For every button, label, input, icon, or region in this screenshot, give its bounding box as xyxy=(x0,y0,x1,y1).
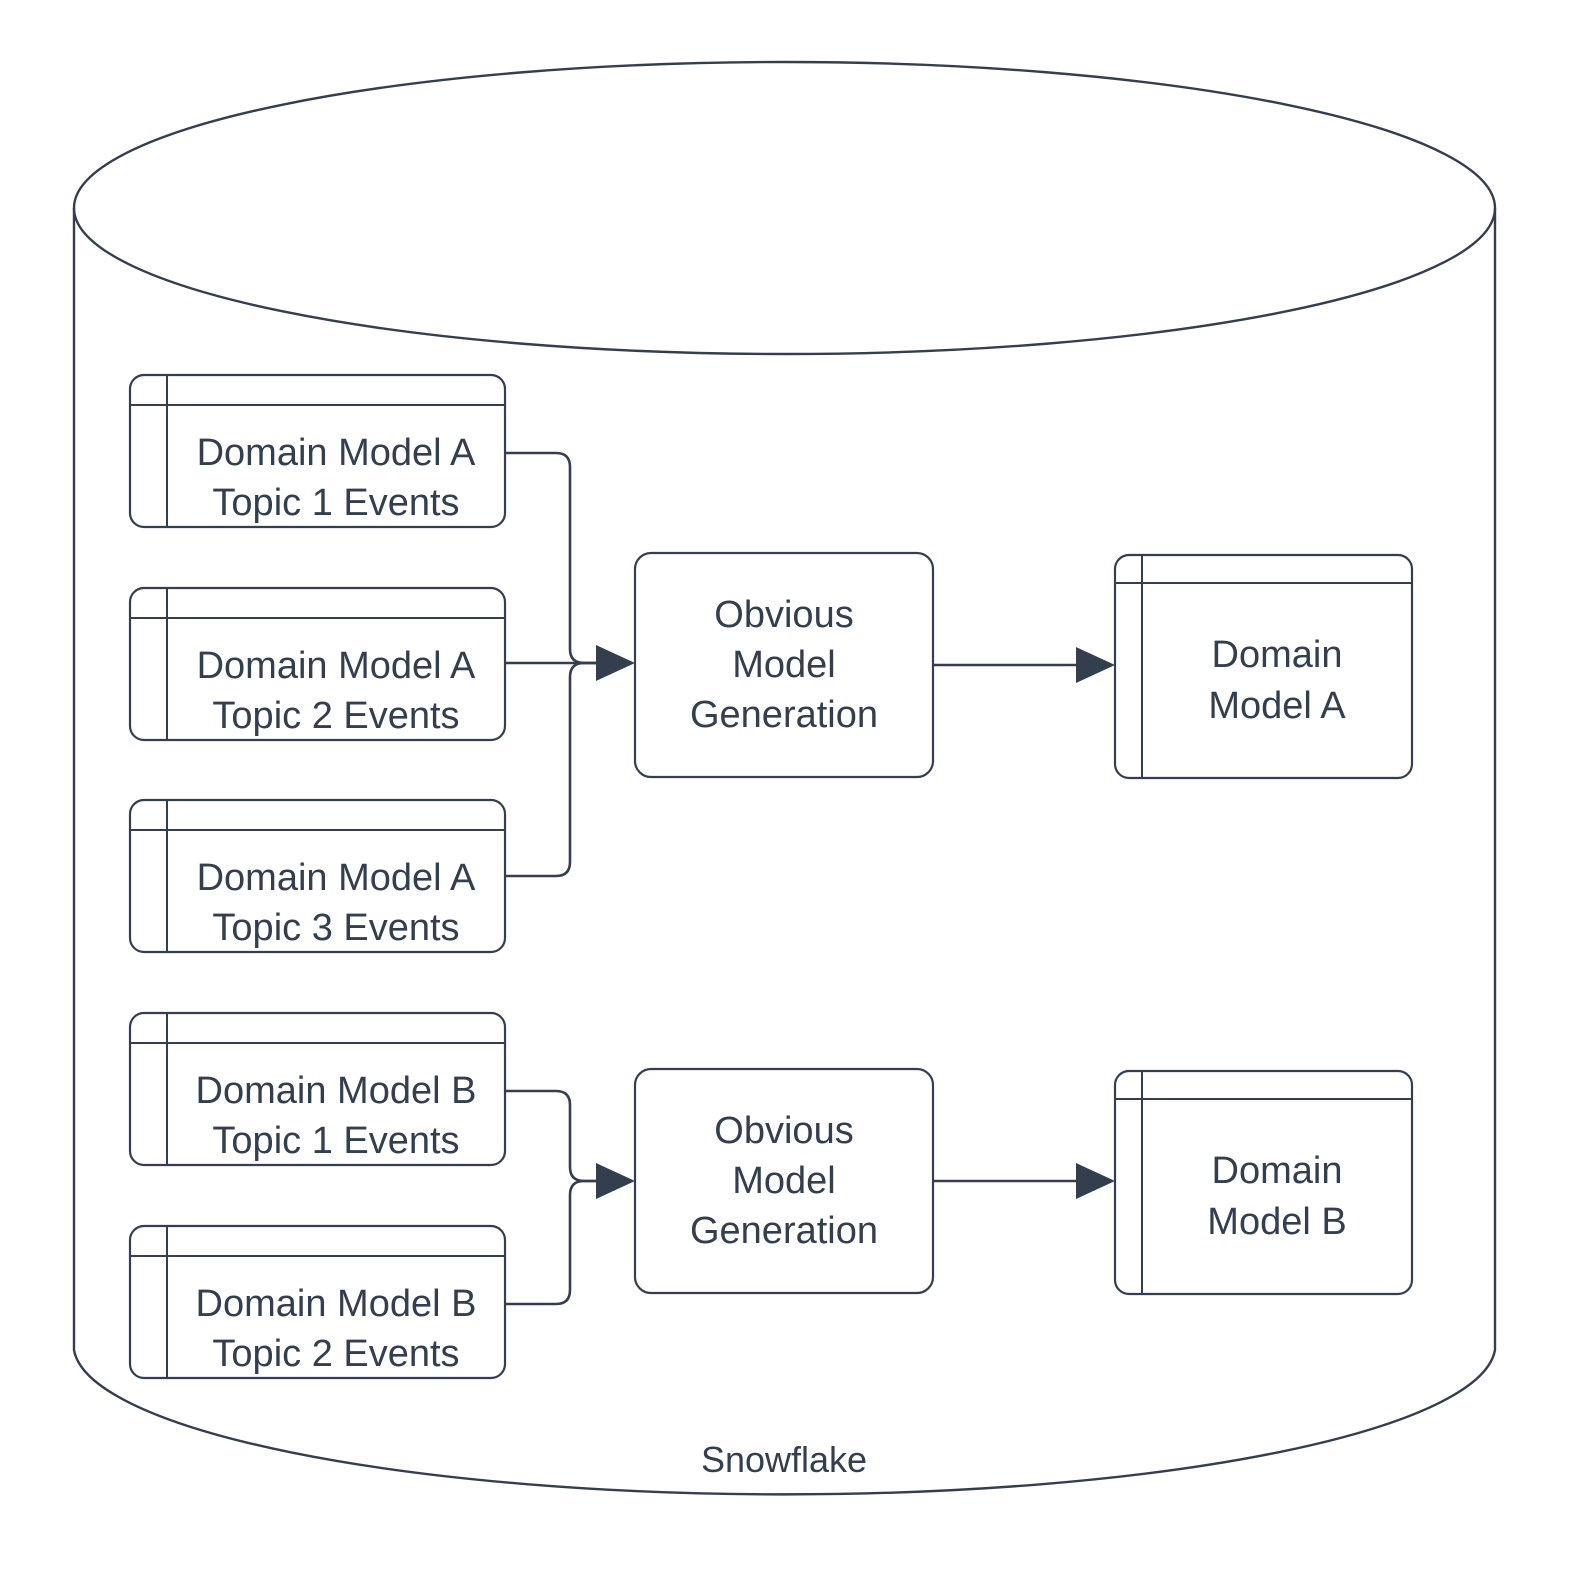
source-node-domain-model-b-topic-2[interactable]: Domain Model B Topic 2 Events xyxy=(128,1224,507,1380)
source-node-domain-model-a-topic-2[interactable]: Domain Model A Topic 2 Events xyxy=(128,586,507,742)
table-outline xyxy=(1113,553,1414,780)
table-outline xyxy=(128,1224,507,1380)
cylinder-body xyxy=(72,208,1497,1496)
source-node-domain-model-b-topic-1[interactable]: Domain Model B Topic 1 Events xyxy=(128,1011,507,1167)
table-outline xyxy=(1113,1069,1414,1296)
snowflake-cylinder-container: Snowflake xyxy=(72,60,1497,1496)
edge-a3-to-process-a xyxy=(505,661,596,878)
node-label-line2: Topic 1 Events xyxy=(212,1120,459,1162)
node-label-line1: Domain Model A xyxy=(197,432,476,474)
edge-group-a xyxy=(505,451,635,878)
process-node-obvious-model-generation-b[interactable]: Obvious Model Generation xyxy=(633,1067,935,1295)
node-label-line2: Topic 3 Events xyxy=(212,907,459,949)
edge-group-b xyxy=(505,1089,635,1306)
node-label-line1: Domain Model B xyxy=(196,1283,477,1325)
table-outline xyxy=(128,373,507,529)
process-node-obvious-model-generation-a[interactable]: Obvious Model Generation xyxy=(633,551,935,779)
arrow-head-into-process-a xyxy=(596,645,635,681)
process-label-line1: Obvious xyxy=(714,594,853,636)
node-label-line1: Domain xyxy=(1212,634,1343,676)
source-node-domain-model-a-topic-3[interactable]: Domain Model A Topic 3 Events xyxy=(128,798,507,954)
node-label-line1: Domain xyxy=(1212,1150,1343,1192)
node-label-line2: Topic 1 Events xyxy=(212,482,459,524)
process-label-line3: Generation xyxy=(690,1210,878,1252)
node-label-line2: Topic 2 Events xyxy=(212,695,459,737)
snowflake-label: Snowflake xyxy=(701,1439,867,1480)
node-label-line2: Model B xyxy=(1207,1201,1346,1243)
edge-a1-to-process-a xyxy=(505,451,596,665)
process-label-line2: Model xyxy=(732,644,836,686)
arrow-head-into-process-b xyxy=(596,1163,635,1199)
output-node-domain-model-a[interactable]: Domain Model A xyxy=(1113,553,1414,780)
node-label-line1: Domain Model A xyxy=(197,857,476,899)
arrow-head-into-output-b xyxy=(1076,1163,1115,1199)
edge-process-a-to-output-a xyxy=(933,647,1115,683)
process-label-line1: Obvious xyxy=(714,1110,853,1152)
node-label-line1: Domain Model B xyxy=(196,1070,477,1112)
process-label-line2: Model xyxy=(732,1160,836,1202)
table-outline xyxy=(128,1011,507,1167)
node-label-line2: Model A xyxy=(1208,685,1346,727)
output-node-domain-model-b[interactable]: Domain Model B xyxy=(1113,1069,1414,1296)
node-label-line1: Domain Model A xyxy=(197,645,476,687)
process-label-line3: Generation xyxy=(690,694,878,736)
edge-process-b-to-output-b xyxy=(933,1163,1115,1199)
edge-b1-to-process-b xyxy=(505,1089,596,1183)
edge-b2-to-process-b xyxy=(505,1179,596,1306)
arrow-head-into-output-a xyxy=(1076,647,1115,683)
source-node-domain-model-a-topic-1[interactable]: Domain Model A Topic 1 Events xyxy=(128,373,507,529)
cylinder-top-ellipse xyxy=(72,60,1497,356)
node-label-line2: Topic 2 Events xyxy=(212,1333,459,1375)
